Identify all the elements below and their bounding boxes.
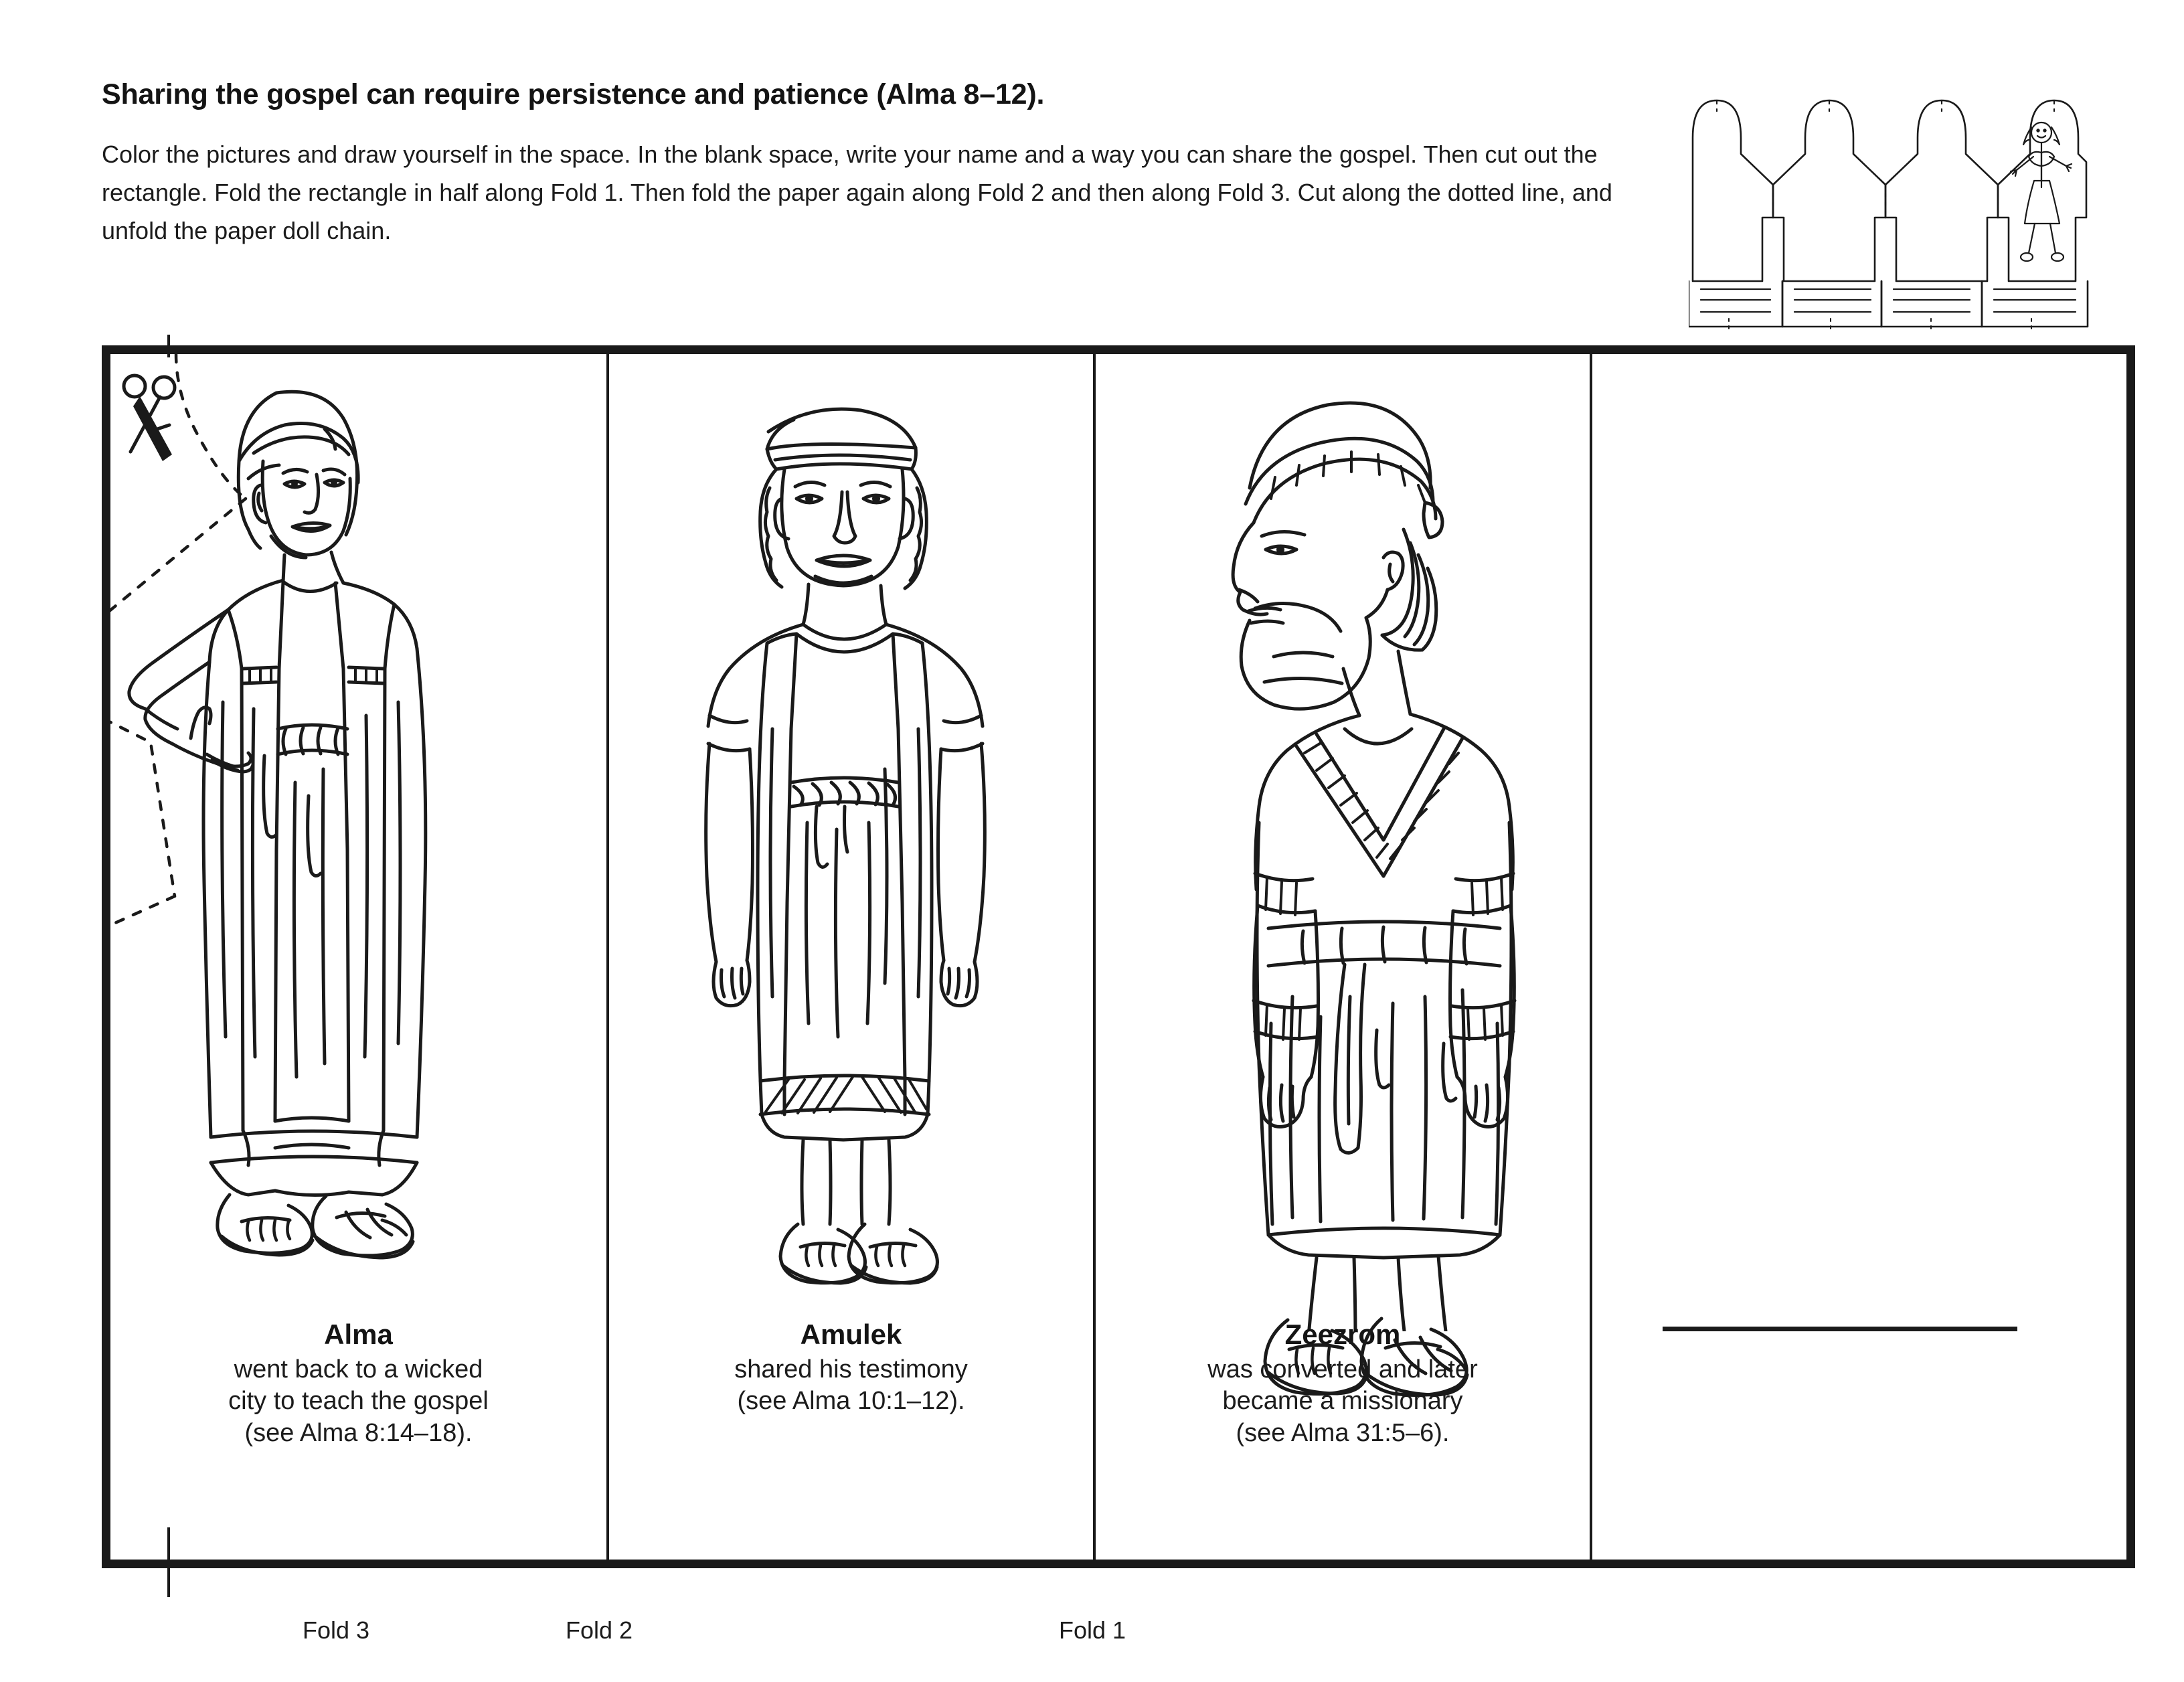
- caption-description: went back to a wicked city to teach the …: [228, 1355, 489, 1448]
- paper-doll-chain-icon: [1689, 74, 2090, 335]
- caption-name: Zeezrom: [1284, 1319, 1401, 1350]
- fold-2-label: Fold 2: [566, 1616, 633, 1644]
- caption-alma: Alma went back to a wicked city to teach…: [110, 1318, 606, 1450]
- instructions-text: Color the pictures and draw yourself in …: [102, 141, 1612, 245]
- fold-3-tick-top: [167, 335, 170, 357]
- fold-3-tick-bottom: [167, 1527, 170, 1597]
- scissors-icon: [122, 373, 177, 461]
- amulek-figure: [609, 354, 1093, 1331]
- panel-alma: Alma went back to a wicked city to teach…: [110, 354, 606, 1560]
- caption-name: Amulek: [800, 1319, 902, 1350]
- panel-zeezrom: Zeezrom was converted and later became a…: [1096, 354, 1590, 1560]
- caption-description: shared his testimony (see Alma 10:1–12).: [734, 1355, 968, 1416]
- caption-zeezrom: Zeezrom was converted and later became a…: [1096, 1318, 1590, 1450]
- alma-figure: [110, 354, 606, 1331]
- fold-1-divider: [1093, 354, 1096, 1560]
- zeezrom-figure: [1096, 354, 1590, 1331]
- stick-figure-girl: [2009, 121, 2073, 262]
- blank-panel-divider: [1590, 354, 1592, 1560]
- fold-2-divider: [606, 354, 609, 1560]
- doll-rectangle-frame: Alma went back to a wicked city to teach…: [102, 345, 2135, 1568]
- caption-amulek: Amulek shared his testimony (see Alma 10…: [609, 1318, 1093, 1418]
- page-title: Sharing the gospel can require persisten…: [102, 78, 1045, 110]
- fold-3-label: Fold 3: [303, 1616, 370, 1644]
- caption-name: Alma: [324, 1319, 393, 1350]
- fold-1-label: Fold 1: [1059, 1616, 1126, 1644]
- panel-amulek: Amulek shared his testimony (see Alma 10…: [609, 354, 1093, 1560]
- caption-description: was converted and later became a mission…: [1207, 1355, 1478, 1448]
- name-write-line[interactable]: [1663, 1327, 2017, 1331]
- cut-line: [110, 354, 248, 927]
- header: Sharing the gospel can require persisten…: [102, 78, 1661, 250]
- panel-blank-space[interactable]: [1592, 354, 2134, 1560]
